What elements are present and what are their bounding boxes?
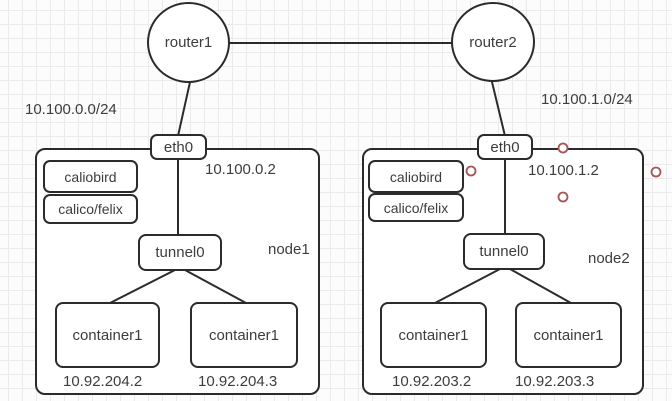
router2-label: router2	[469, 33, 517, 51]
node1-tunnel0-label: tunnel0	[155, 244, 205, 261]
node1-container1-ip-label: 10.92.204.2	[63, 373, 143, 390]
node1-calico-felix-box: calico/felix	[43, 194, 138, 224]
node2-tunnel0-label: tunnel0	[479, 243, 529, 260]
node1-container1-box: container1	[55, 302, 160, 368]
node2-container1-label: container1	[398, 326, 469, 344]
node1-calico-felix-label: calico/felix	[58, 201, 123, 217]
node1-eth0-box: eth0	[150, 134, 207, 160]
network2-cidr-label: 10.100.1.0/24	[541, 91, 633, 108]
node1-label: node1	[268, 241, 310, 258]
network1-cidr-label: 10.100.0.0/24	[25, 101, 117, 118]
node1-caliobird-label: caliobird	[64, 168, 117, 185]
node1-container2-ip-label: 10.92.204.3	[198, 373, 278, 390]
node2-eth0-label: eth0	[490, 138, 520, 156]
node1-container1-label: container1	[72, 326, 143, 344]
node1-container2-box: container1	[190, 302, 298, 368]
node2-container1-box: container1	[380, 302, 487, 368]
node1-eth0-label: eth0	[163, 138, 194, 156]
node2-calico-felix-box: calico/felix	[368, 193, 464, 222]
node2-tunnel0-box: tunnel0	[463, 233, 545, 270]
node1-caliobird-box: caliobird	[43, 160, 138, 193]
node2-eth0-box: eth0	[477, 134, 533, 160]
node2-label: node2	[588, 250, 630, 267]
node2-caliobird-box: caliobird	[368, 160, 464, 193]
node2-container1-ip-label: 10.92.203.2	[392, 373, 472, 390]
node2-caliobird-label: caliobird	[389, 168, 443, 185]
link-router2-eth0	[491, 81, 506, 137]
node2-container2-ip-label: 10.92.203.3	[515, 373, 595, 390]
router1-node: router1	[147, 2, 230, 83]
node1-container2-label: container1	[208, 326, 280, 344]
node1-tunnel0-box: tunnel0	[138, 234, 222, 271]
node2-calico-felix-label: calico/felix	[383, 199, 449, 216]
router1-label: router1	[164, 34, 213, 51]
router2-node: router2	[451, 2, 535, 82]
annotation-circle-icon	[650, 166, 662, 178]
node2-eth0-ip-label: 10.100.1.2	[528, 162, 599, 179]
link-router1-eth0	[177, 81, 191, 137]
node1-eth0-ip-label: 10.100.0.2	[205, 161, 276, 178]
node2-container2-box: container1	[515, 302, 622, 368]
node2-container2-label: container1	[533, 326, 604, 344]
